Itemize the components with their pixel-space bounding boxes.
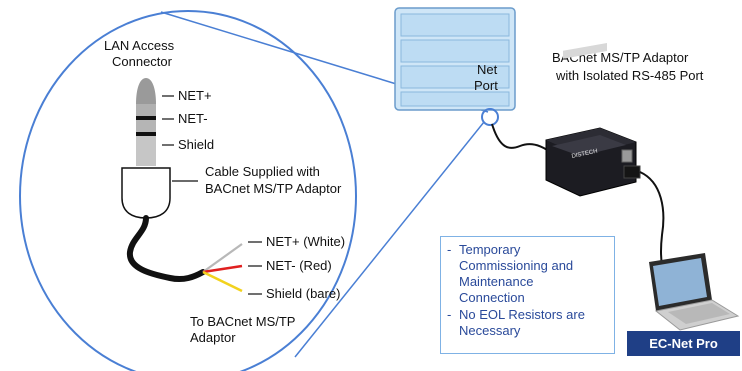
to-adaptor-label-1: To BACnet MS/TP	[190, 314, 295, 329]
note-text-1: Temporary Commissioning and Maintenance …	[459, 242, 574, 305]
net-port-label-1: Net	[477, 62, 498, 77]
controller-device	[394, 7, 516, 111]
notes-box: - Temporary Commissioning and Maintenanc…	[440, 236, 615, 354]
wire-white-label: NET+ (White)	[266, 234, 345, 249]
cable-label-2: BACnet MS/TP Adaptor	[205, 181, 342, 196]
red-wire	[202, 264, 243, 274]
lan-connector-label-2: Connector	[112, 54, 173, 69]
note-dash: -	[447, 242, 452, 257]
note-dash: -	[447, 307, 452, 322]
audio-plug	[121, 78, 171, 219]
ec-net-pro-badge: EC-Net Pro	[627, 331, 740, 356]
net-port-label-2: Port	[474, 78, 498, 93]
adaptor-brand: DISTECH	[571, 149, 598, 160]
net-plus-label: NET+	[178, 88, 212, 103]
zoom-line-bottom	[294, 121, 485, 358]
lan-connector-label-1: LAN Access	[104, 38, 175, 53]
to-adaptor-label-2: Adaptor	[190, 330, 236, 345]
net-port-highlight	[481, 108, 499, 126]
net-minus-label: NET-	[178, 111, 208, 126]
wire-bare-label: Shield (bare)	[266, 286, 340, 301]
magnified-circle	[19, 10, 357, 371]
laptop-icon	[649, 253, 740, 331]
shield-label: Shield	[178, 137, 214, 152]
cable-label-1: Cable Supplied with	[205, 164, 320, 179]
black-cable	[126, 215, 206, 283]
bacnet-adaptor-device	[545, 42, 641, 197]
wire-red-label: NET- (Red)	[266, 258, 332, 273]
note-text-2: No EOL Resistors are Necessary	[459, 307, 585, 338]
bare-wire	[202, 270, 243, 293]
adaptor-label-2: with Isolated RS-485 Port	[555, 68, 704, 83]
white-wire	[202, 243, 243, 273]
note-item: - Temporary Commissioning and Maintenanc…	[447, 242, 610, 306]
note-item: - No EOL Resistors are Necessary	[447, 307, 610, 339]
